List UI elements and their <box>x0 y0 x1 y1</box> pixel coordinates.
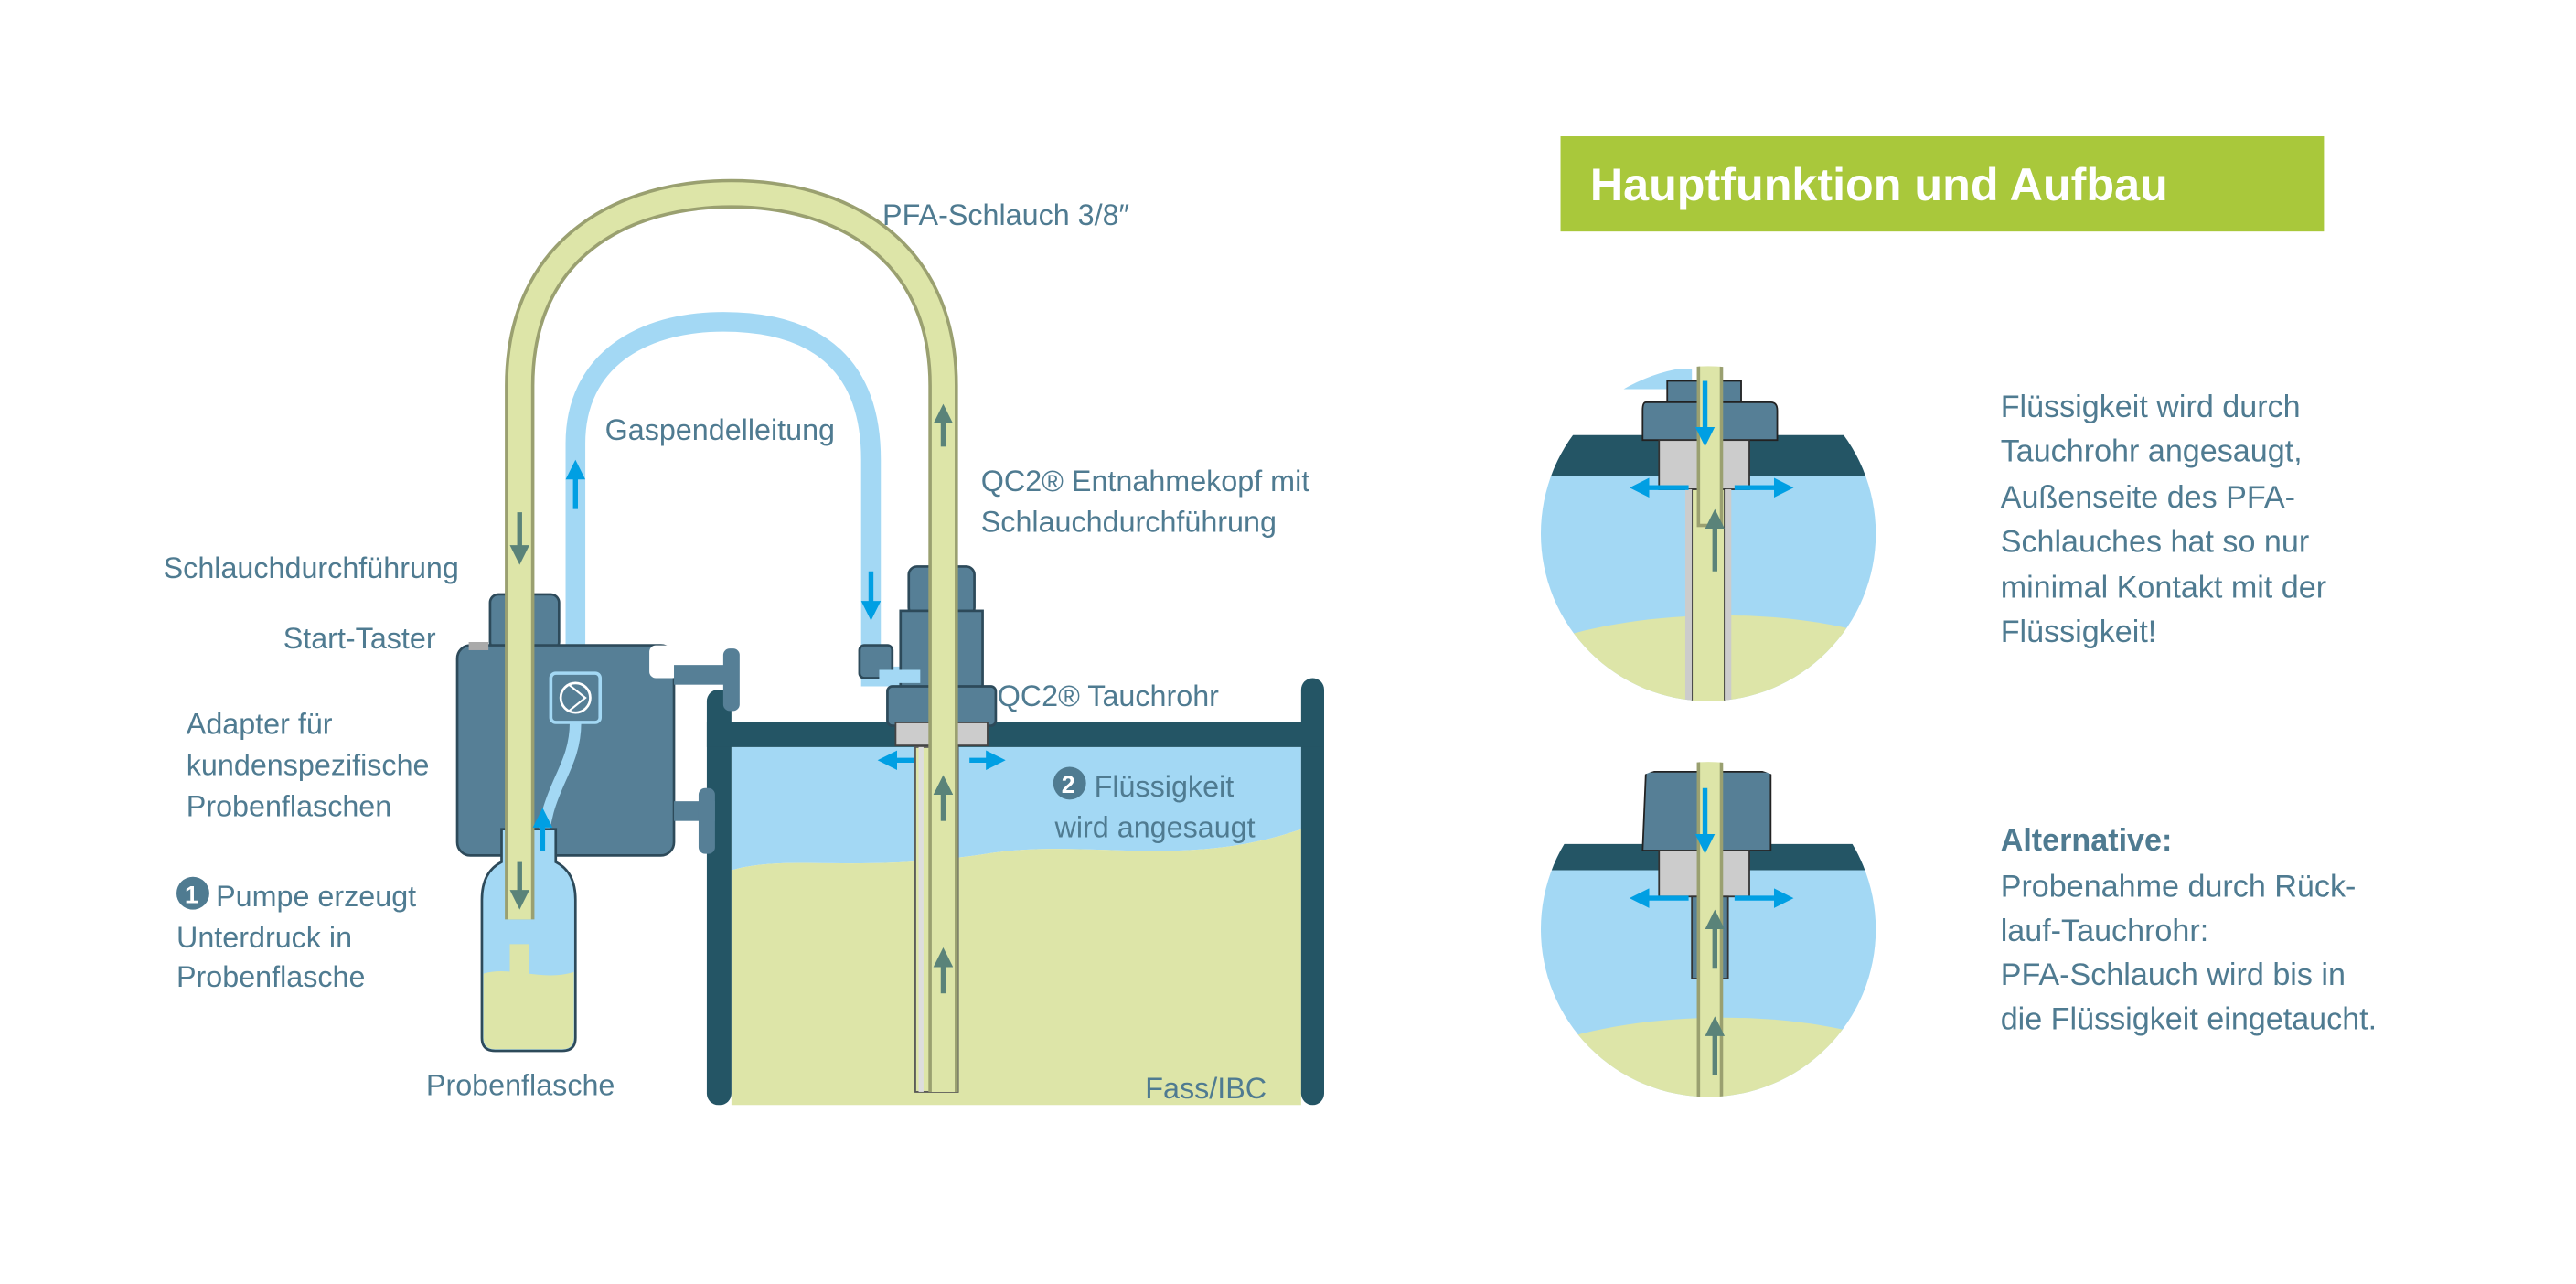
label-head-2: Schlauchdurchführung <box>981 506 1277 539</box>
label-adapter-2: kundenspezifische <box>187 748 430 781</box>
label-step2-1: Flüssigkeit <box>1095 770 1235 803</box>
barrel <box>706 678 1324 1106</box>
label-hose-feedthrough: Schlauchdurchführung <box>164 551 459 584</box>
detail2-line: Probenahme durch Rück- <box>2001 869 2357 904</box>
detail-circle-2 <box>1540 762 1876 1097</box>
detail-circle-1 <box>1540 366 1876 701</box>
detail1-line: Schlauches hat so nur <box>2001 524 2310 559</box>
detail2-line: PFA-Schlauch wird bis in <box>2001 958 2346 992</box>
label-step1-2: Unterdruck in <box>176 921 352 954</box>
step2-number: 2 <box>1062 771 1075 798</box>
pump-icon <box>559 681 592 714</box>
detail-text-1: Flüssigkeit wird durch Tauchrohr angesau… <box>2001 390 2326 649</box>
detail1-line: Tauchrohr angesaugt, <box>2001 434 2303 469</box>
label-step2-2: wird angesaugt <box>1054 811 1256 844</box>
label-start-button: Start-Taster <box>283 622 436 655</box>
start-button[interactable] <box>468 642 489 650</box>
step2-badge <box>1053 766 1086 800</box>
label-sample-bottle: Probenflasche <box>426 1069 615 1102</box>
detail2-line: lauf-Tauchrohr: <box>2001 914 2209 948</box>
detail1-line: minimal Kontakt mit der <box>2001 571 2326 605</box>
title-banner <box>1560 136 2325 232</box>
label-adapter-1: Adapter für <box>187 708 333 741</box>
step1-number: 1 <box>185 881 198 908</box>
detail-text-2: Alternative: Probenahme durch Rück- lauf… <box>2001 823 2377 1037</box>
page-title: Hauptfunktion und Aufbau <box>1590 158 2168 210</box>
label-dip-tube: QC2® Tauchrohr <box>998 679 1219 712</box>
label-head-1: QC2® Entnahmekopf mit <box>981 465 1310 498</box>
detail2-heading: Alternative: <box>2001 823 2173 858</box>
detail1-line: Flüssigkeit wird durch <box>2001 390 2301 424</box>
label-adapter-3: Probenflaschen <box>187 789 391 822</box>
detail2-line: die Flüssigkeit eingetaucht. <box>2001 1002 2377 1037</box>
detail1-line: Flüssigkeit! <box>2001 615 2157 649</box>
flow-arrows <box>509 403 1006 994</box>
pfa-tube <box>505 178 958 1092</box>
label-barrel: Fass/IBC <box>1145 1072 1267 1105</box>
pump <box>455 593 740 857</box>
detail1-line: Außenseite des PFA- <box>2001 480 2295 515</box>
label-gas-line: Gaspendelleitung <box>605 413 835 446</box>
label-pfa-tube: PFA-Schlauch 3/8″ <box>882 198 1129 231</box>
step1-badge <box>176 876 209 910</box>
label-step1-1: Pumpe erzeugt <box>216 880 416 913</box>
label-step1-3: Probenflasche <box>176 960 365 993</box>
